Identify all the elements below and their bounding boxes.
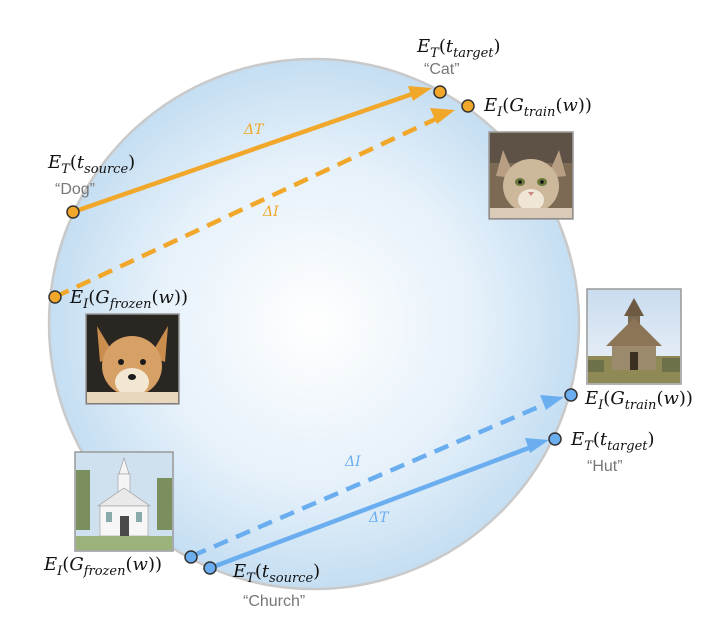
orange-delta-t-arrow	[72, 89, 419, 215]
orange-delta-i-label: ΔI	[262, 204, 279, 220]
orange-delta-i-arrowhead	[430, 108, 455, 124]
hut-image-embedding-label: EI(Gtrain(w))	[584, 388, 693, 413]
dog-text-embedding-label: ET(tsource)	[47, 152, 135, 177]
church-text-node	[203, 561, 217, 575]
church-image-embedding-label: EI(Gfrozen(w))	[43, 554, 162, 579]
blue-delta-t-arrowhead	[525, 438, 549, 453]
church-photo	[74, 451, 174, 552]
hut-text-node	[548, 432, 562, 446]
cat-image-embedding-label: EI(Gtrain(w))	[483, 95, 592, 120]
church-image-node	[184, 550, 198, 564]
dog-text-node	[66, 205, 80, 219]
dog-photo	[85, 313, 180, 405]
hut-image-node	[564, 388, 578, 402]
blue-delta-t-label: ΔT	[368, 510, 390, 526]
hut-quote: “Hut”	[587, 458, 623, 475]
blue-delta-i-label: ΔI	[344, 454, 361, 470]
hut-text-embedding-label: ET(ttarget)	[570, 429, 655, 454]
orange-delta-t-arrowhead	[408, 86, 432, 101]
church-quote: “Church”	[243, 593, 305, 610]
cat-image-node	[461, 99, 475, 113]
dog-image-node	[48, 290, 62, 304]
church-text-embedding-label: ET(tsource)	[232, 561, 320, 586]
cat-text-embedding-label: ET(ttarget)	[416, 36, 501, 61]
dog-quote: “Dog”	[55, 181, 95, 198]
cat-photo	[488, 131, 574, 220]
dog-image-embedding-label: EI(Gfrozen(w))	[69, 287, 188, 312]
blue-delta-i-arrow	[191, 399, 551, 559]
cat-quote: “Cat”	[424, 61, 460, 78]
blue-delta-t-arrow	[209, 443, 535, 571]
blue-delta-i-arrowhead	[540, 395, 564, 410]
orange-delta-t-label: ΔT	[243, 122, 265, 138]
embedding-sphere	[47, 57, 581, 591]
cat-text-node	[433, 85, 447, 99]
hut-photo	[586, 288, 682, 385]
